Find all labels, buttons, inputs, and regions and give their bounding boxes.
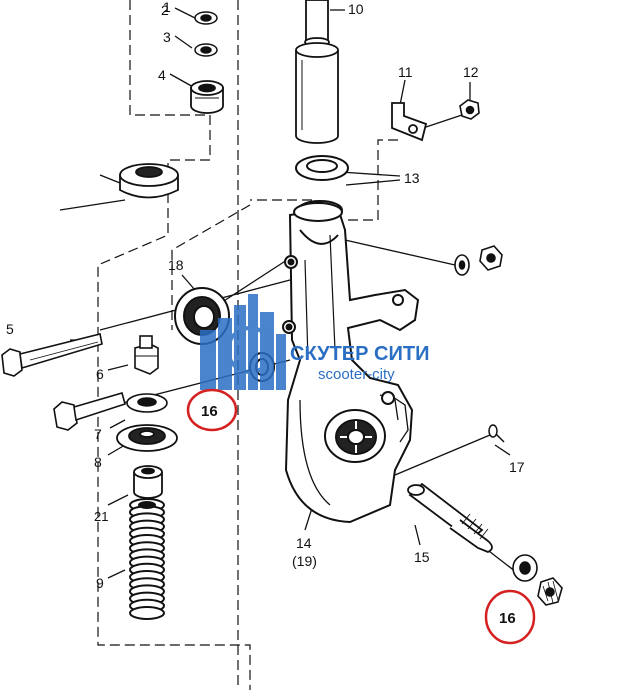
axle-shaft-part-15 [407, 482, 493, 553]
washer-right [454, 254, 470, 276]
callout-14-alt: (19) [292, 553, 317, 569]
highlight-circles [186, 388, 536, 645]
callout-21: 21 [94, 509, 108, 524]
callout-labels: 1 2 3 4 5 6 7 8 9 10 11 12 13 14 (19) 15… [6, 0, 525, 627]
callout-5: 5 [6, 321, 14, 337]
nut-right [479, 245, 503, 271]
coil-spring-part-9 [129, 498, 165, 620]
callout-18: 18 [168, 257, 184, 273]
pin-part-17 [488, 424, 505, 443]
bolt-short [53, 392, 126, 431]
kingpin-part-10 [295, 0, 339, 144]
washer-part-2 [194, 11, 218, 25]
bearing-part-4 [190, 80, 224, 114]
callout-1: 1 [163, 0, 171, 15]
bracket-part-11 [391, 102, 428, 142]
callout-2: 2 [161, 2, 169, 18]
watermark-url: scooter-city [318, 366, 395, 383]
callout-15: 15 [414, 549, 430, 565]
washer-part-7 [126, 393, 168, 413]
callout-4: 4 [158, 67, 166, 83]
callout-17: 17 [509, 459, 525, 475]
watermark-name: СКУТЕР СИТИ [290, 343, 429, 365]
bolt-part-5 [1, 333, 103, 377]
spring-seat-part-8 [116, 424, 178, 452]
callout-8: 8 [94, 454, 102, 470]
spring-top-opening [138, 501, 156, 509]
washer-part-3 [194, 43, 218, 57]
callout-3: 3 [163, 29, 171, 45]
nut-part-12 [459, 99, 480, 120]
callout-12: 12 [463, 64, 479, 80]
steering-knuckle-part-14 [282, 202, 420, 524]
callout-14: 14 [296, 535, 312, 551]
watermark-text: СКУТЕР СИТИ scooter-city [290, 343, 429, 383]
dashed-guide-lines [97, 0, 398, 690]
callout-11: 11 [398, 64, 413, 80]
nut-part-6 [134, 335, 159, 375]
callout-16-right: 16 [499, 610, 516, 627]
callout-16-left: 16 [201, 403, 218, 420]
bushing-cup [119, 163, 179, 199]
spring-coil [129, 606, 165, 620]
nut-part-16-right [512, 554, 563, 606]
callout-13: 13 [404, 170, 420, 186]
callout-7: 7 [94, 426, 102, 442]
watermark-logo [200, 294, 286, 390]
callout-9: 9 [96, 575, 104, 591]
callout-6: 6 [96, 366, 104, 382]
callout-10: 10 [348, 1, 364, 17]
bump-stop-part-21 [133, 465, 163, 499]
leader-lines [59, 7, 521, 579]
